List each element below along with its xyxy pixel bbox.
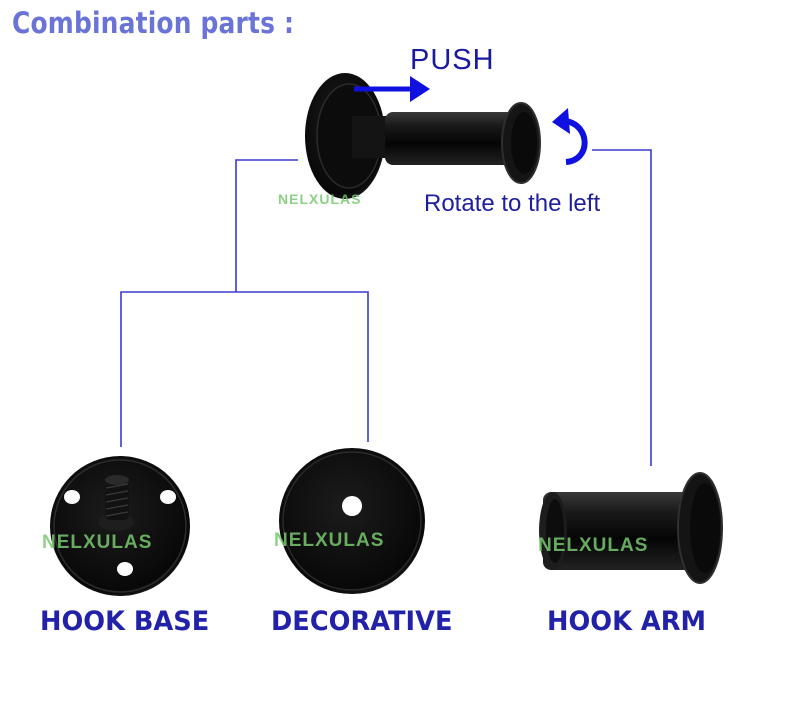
push-label: PUSH xyxy=(410,44,495,76)
hook-arm-image xyxy=(539,472,723,584)
watermark: NELXULAS xyxy=(278,191,362,207)
decorative-cover-image xyxy=(279,448,425,594)
connector-lines xyxy=(120,149,652,466)
decorative-label: DECORATIVE xyxy=(271,606,453,637)
connector-arm xyxy=(592,149,652,466)
watermark: NELXULAS xyxy=(274,530,385,551)
arrow-right-icon xyxy=(354,76,430,102)
connector-assembly-to-parts xyxy=(235,159,298,292)
assembled-hook-image xyxy=(305,73,541,199)
hook-base-image xyxy=(50,456,190,596)
connector-split xyxy=(120,291,369,447)
watermark: NELXULAS xyxy=(538,535,649,556)
rotate-left-icon xyxy=(552,108,588,165)
watermark: NELXULAS xyxy=(42,532,153,553)
rotate-label: Rotate to the left xyxy=(424,190,601,217)
diagram-title: Combination parts : xyxy=(12,6,295,40)
hook-base-label: HOOK BASE xyxy=(40,606,210,637)
hook-arm-label: HOOK ARM xyxy=(547,606,707,637)
